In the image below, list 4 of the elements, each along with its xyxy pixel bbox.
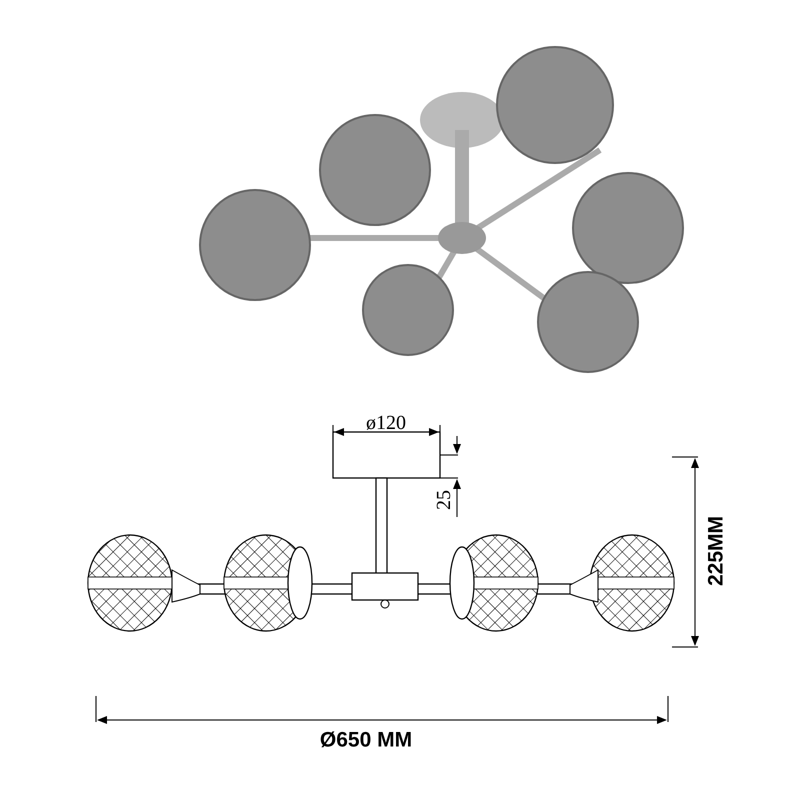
- height-dimension-label: 225MM: [706, 516, 726, 586]
- diameter-dimension-label: ø120: [366, 413, 406, 433]
- width-dimension-label: Ø650 MM: [320, 730, 412, 750]
- height-dimension-label: 25: [434, 490, 454, 510]
